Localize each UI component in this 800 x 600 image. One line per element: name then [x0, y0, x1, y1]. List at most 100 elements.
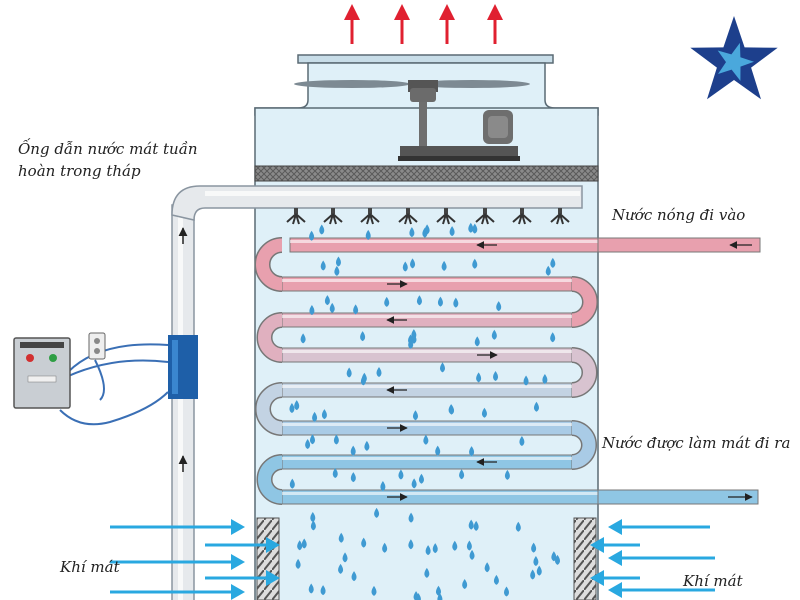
label-hot-water-in: Nước nóng đi vào [612, 206, 746, 224]
water-drop [309, 304, 315, 315]
water-drop [476, 372, 482, 383]
water-drop [437, 296, 443, 307]
exhaust-arrowhead-1 [394, 4, 410, 20]
air-inlet-louver-left [256, 517, 280, 600]
water-drop [473, 520, 479, 531]
water-drops [289, 222, 561, 600]
water-drop [493, 574, 499, 585]
water-drop [380, 481, 386, 492]
water-drop [462, 578, 468, 589]
label-cool-air-left: Khí mát [60, 558, 120, 576]
water-drop [319, 224, 325, 235]
water-drop [408, 512, 414, 523]
water-drop [533, 401, 539, 412]
water-drop [294, 400, 300, 411]
water-drop [515, 521, 521, 532]
water-drop [542, 374, 548, 385]
water-drop [453, 297, 459, 308]
water-drop [550, 332, 556, 343]
label-cool-air-right: Khí mát [683, 572, 743, 590]
water-drop [411, 333, 417, 344]
label-cooled-water-out: Nước được làm mát đi ra [602, 434, 791, 452]
water-drop [484, 562, 490, 573]
water-drop [361, 537, 367, 548]
water-drop [496, 301, 502, 312]
water-drop [305, 438, 311, 449]
water-drop [449, 404, 455, 415]
water-drop [481, 407, 487, 418]
fan-icon [294, 80, 530, 161]
water-drop [398, 469, 404, 480]
water-drop [310, 512, 316, 523]
water-drop [382, 542, 388, 553]
water-drop [437, 593, 443, 600]
water-drop [374, 507, 380, 518]
water-drop [409, 227, 415, 238]
water-drop [335, 256, 341, 267]
water-drop [365, 229, 371, 240]
water-drop [425, 545, 431, 556]
water-drop [468, 222, 474, 233]
water-drop [301, 538, 307, 549]
spray-nozzle [436, 208, 456, 225]
water-drop [297, 540, 303, 551]
water-drop [432, 543, 438, 554]
water-drop [342, 552, 348, 563]
hot-water-inlet-pipe [597, 237, 761, 253]
spray-nozzle [398, 208, 418, 225]
water-drop [472, 223, 478, 234]
water-drop [332, 468, 338, 479]
water-drop [324, 295, 330, 306]
water-drop [309, 434, 315, 445]
water-drop [300, 333, 306, 344]
water-drop [491, 329, 497, 340]
label-circulation-pipe: Ống dẫn nước mát tuần hoàn trong tháp [18, 140, 198, 180]
air-inlet-louver-right [573, 517, 597, 600]
water-drop [310, 520, 316, 531]
water-drop [472, 258, 478, 269]
water-drop [424, 224, 430, 235]
water-drop [411, 478, 417, 489]
water-drop [469, 446, 475, 457]
water-drop [418, 473, 424, 484]
water-drop [334, 265, 340, 276]
water-drop [412, 410, 418, 421]
spray-nozzle [286, 208, 306, 225]
cool-air-arrows [110, 519, 715, 600]
exhaust-arrowhead-2 [439, 4, 455, 20]
water-drop [545, 265, 551, 276]
water-drop [376, 367, 382, 378]
water-drop [289, 403, 295, 414]
water-drop [321, 409, 327, 420]
water-drop [504, 586, 510, 597]
water-drop [338, 563, 344, 574]
water-drop [415, 593, 421, 600]
water-drop [424, 567, 430, 578]
exhaust-arrowhead-3 [487, 4, 503, 20]
water-drop [351, 571, 357, 582]
control-box-icon [13, 337, 169, 426]
water-drop [536, 565, 542, 576]
water-drop [346, 367, 352, 378]
spray-nozzle [475, 208, 495, 225]
exhaust-arrowhead-0 [344, 4, 360, 20]
circulation-pipe [168, 185, 583, 600]
water-drop [474, 336, 480, 347]
water-drop [449, 226, 455, 237]
water-drop [452, 540, 458, 551]
water-drop [338, 532, 344, 543]
water-drop [530, 569, 536, 580]
spray-nozzle [550, 208, 570, 225]
water-drop [320, 260, 326, 271]
water-drop [350, 472, 356, 483]
water-drop [468, 519, 474, 530]
water-drop [289, 478, 295, 489]
water-drop [309, 230, 315, 241]
water-drop [350, 445, 356, 456]
water-drop [504, 469, 510, 480]
water-drop [308, 583, 314, 594]
water-drop [459, 469, 465, 480]
power-socket-icon [88, 332, 106, 360]
cooled-water-outlet-pipe [597, 489, 759, 505]
